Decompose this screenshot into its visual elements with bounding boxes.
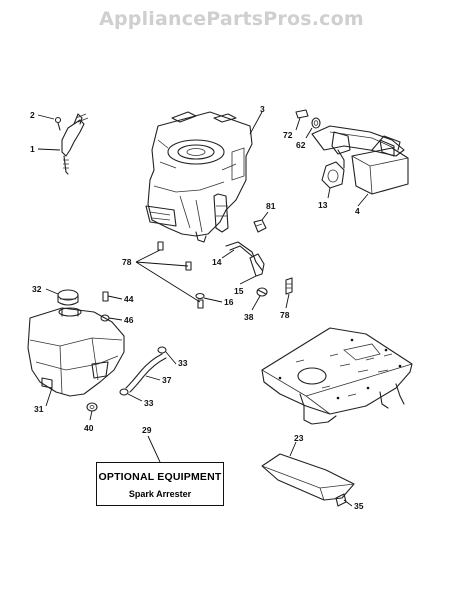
watermark-text: AppliancePartsPros.com [99, 8, 364, 30]
callout-31: 31 [34, 404, 44, 414]
callout-32: 32 [32, 284, 42, 294]
engine-drawing [145, 111, 253, 243]
optional-equipment-box: OPTIONAL EQUIPMENT Spark Arrester [96, 462, 224, 506]
optional-equipment-subtitle: Spark Arrester [128, 489, 192, 499]
callout-72: 72 [283, 130, 293, 140]
callout-15: 15 [234, 286, 244, 296]
callout-23: 23 [294, 433, 304, 443]
callout-62: 62 [296, 140, 306, 150]
callout-35: 35 [354, 501, 364, 511]
spark-arrester-drawing [261, 453, 355, 507]
callout-3: 3 [260, 104, 265, 114]
bracket-81-drawing [253, 219, 267, 233]
callout-labels: 2 1 3 72 62 13 4 81 78 14 15 32 44 46 16… [30, 104, 364, 511]
callout-78-bottom: 78 [280, 310, 290, 320]
callout-13: 13 [318, 200, 328, 210]
callout-29: 29 [142, 425, 152, 435]
callout-40: 40 [84, 423, 94, 433]
callout-2: 2 [30, 110, 35, 120]
callout-81: 81 [266, 201, 276, 211]
muffler-drawing [295, 109, 409, 195]
callout-16: 16 [224, 297, 234, 307]
callout-37: 37 [162, 375, 172, 385]
callout-1: 1 [30, 144, 35, 154]
fuel-line-drawing [157, 241, 293, 309]
callout-38: 38 [244, 312, 254, 322]
callout-78-top: 78 [122, 257, 132, 267]
fuel-tank-drawing [27, 289, 125, 412]
callout-4: 4 [355, 206, 360, 216]
throttle-control-drawing [54, 113, 89, 175]
leader-lines [37, 111, 369, 507]
callout-33-lower: 33 [144, 398, 154, 408]
callout-14: 14 [212, 257, 222, 267]
callout-44: 44 [124, 294, 134, 304]
fuel-hose-drawing [119, 346, 167, 396]
optional-equipment-title: OPTIONAL EQUIPMENT [98, 471, 222, 483]
callout-33-upper: 33 [178, 358, 188, 368]
callout-46: 46 [124, 315, 134, 325]
frame-plate-drawing [261, 327, 413, 425]
